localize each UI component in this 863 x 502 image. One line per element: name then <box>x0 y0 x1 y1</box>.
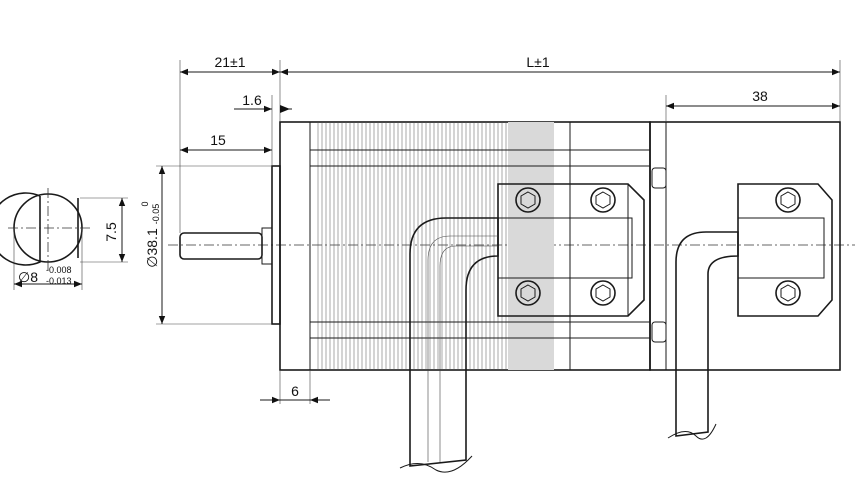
bolt-head-bottom <box>651 321 667 343</box>
motor-side-view <box>168 121 855 473</box>
dimension-lines: 21±1 L±1 1.6 15 38 6 ∅38.1 0 -0.05 <box>140 54 841 404</box>
screw-1 <box>515 187 541 213</box>
tie-bar-top <box>309 149 651 167</box>
cable-gland-brake <box>737 183 833 317</box>
brake-length-label: 38 <box>752 88 768 104</box>
screw-5 <box>775 187 801 213</box>
screw-4 <box>590 280 616 306</box>
shaft-length-label: 15 <box>210 132 226 148</box>
shaft-projection-label: 21±1 <box>214 54 245 70</box>
collar-width-label: 6 <box>291 383 299 399</box>
screw-2 <box>590 187 616 213</box>
brake-cable <box>667 231 739 440</box>
shaft-diameter-tol-upper: -0.008 <box>46 265 72 275</box>
body-diameter-label: ∅38.1 <box>144 228 160 268</box>
body-diameter-tol-upper: 0 <box>140 201 150 206</box>
shaft-diameter-label: ∅8 <box>18 269 38 285</box>
shaft-end-view: 7.5 ∅8 -0.008 -0.013 <box>0 188 128 290</box>
bolt-head-top <box>651 167 667 189</box>
shaft-diameter-tol-lower: -0.013 <box>46 276 72 286</box>
tie-bar-bottom <box>309 321 651 339</box>
shaft <box>179 232 263 260</box>
brake-housing <box>649 121 841 371</box>
screw-3 <box>515 280 541 306</box>
flat-height-label: 7.5 <box>103 222 119 242</box>
total-length-label: L±1 <box>526 54 549 70</box>
flange-thickness-label: 1.6 <box>242 92 262 108</box>
screw-6 <box>775 280 801 306</box>
motor-cable <box>399 217 499 473</box>
shaft-d-profile <box>0 192 41 266</box>
shaded-band <box>508 122 554 370</box>
shaft-collar <box>261 227 273 265</box>
body-diameter-tol-lower: -0.05 <box>151 204 161 225</box>
